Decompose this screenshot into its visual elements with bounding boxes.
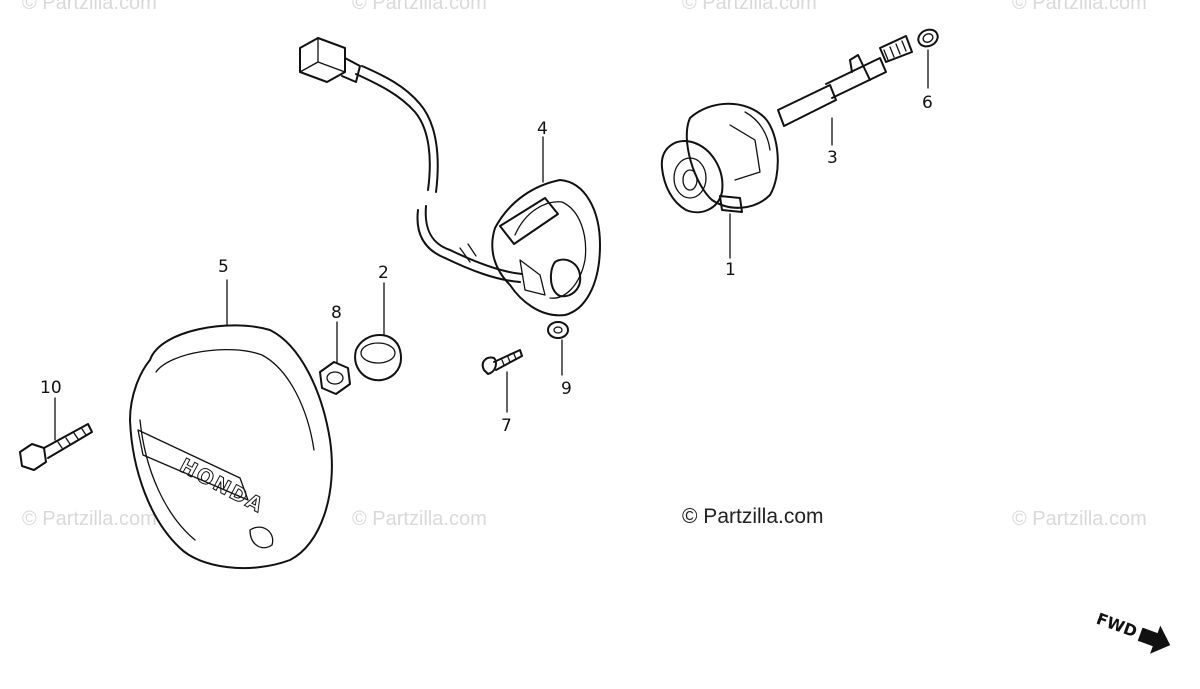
bolt-10-part [19,423,93,471]
cover-part: HONDA [129,324,333,569]
callout-2: 2 [378,263,389,283]
shaft-3-part [777,35,913,127]
callout-9: 9 [561,379,572,399]
oring-6-part [917,28,939,48]
watermark-mid-4: © Partzilla.com [1012,508,1147,530]
callout-5: 5 [218,257,229,277]
watermark-main: © Partzilla.com [682,505,824,528]
watermark-top-1: © Partzilla.com [22,0,157,14]
callout-4: 4 [537,119,548,139]
watermark-top-3: © Partzilla.com [682,0,817,14]
fwd-label: FWD [1094,609,1140,641]
nut-8-part [319,361,351,395]
callout-1: 1 [725,260,736,280]
watermark-top-4: © Partzilla.com [1012,0,1147,14]
watermark-top-2: © Partzilla.com [352,0,487,14]
fwd-arrow: FWD [1094,609,1171,654]
watermark-mid-2: © Partzilla.com [352,508,487,530]
callout-3: 3 [827,148,838,168]
washer-9-part [547,321,569,339]
collar-2-part [354,334,402,382]
leader-lines [54,49,929,441]
stator-4-part [299,37,601,317]
watermark-mid-1: © Partzilla.com [22,508,157,530]
screw-7-part [481,349,523,375]
callout-6: 6 [922,93,933,113]
honda-logo-text: HONDA [176,453,269,518]
callout-7: 7 [501,416,512,436]
callout-10: 10 [40,378,62,398]
fwd-arrow-icon [1137,625,1171,654]
callout-8: 8 [331,303,342,323]
rotor-1-part [660,102,779,214]
